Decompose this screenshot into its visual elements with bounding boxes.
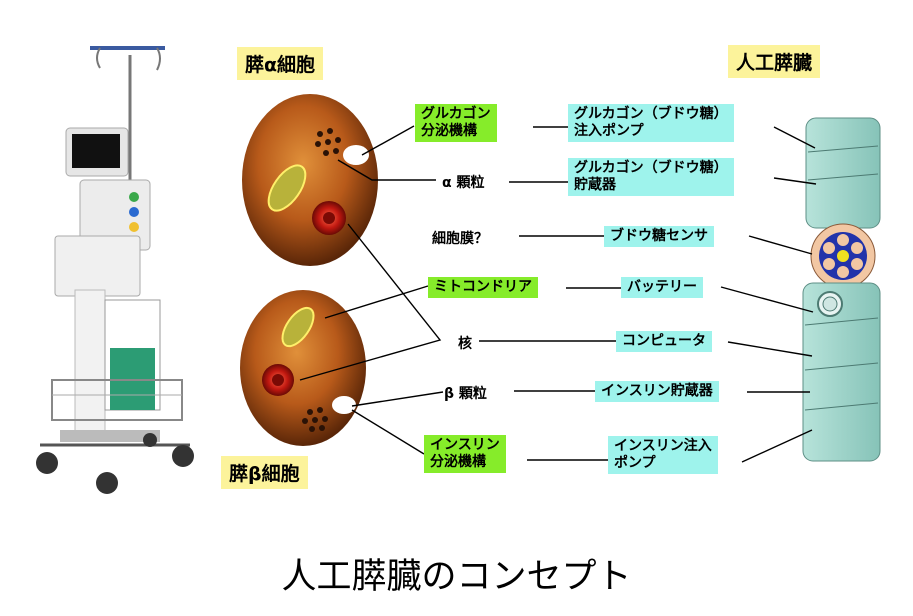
computer-label: コンピュータ (616, 331, 712, 352)
insulin-secretion-label: インスリン 分泌機構 (424, 435, 506, 473)
insulin-pump-label: インスリン注入 ポンプ (608, 436, 718, 474)
glucagon-pump-label: グルカゴン（ブドウ糖） 注入ポンプ (568, 104, 734, 142)
insulin-reservoir-label: インスリン貯蔵器 (595, 381, 719, 402)
glucagon-secretion-label: グルカゴン 分泌機構 (415, 104, 497, 142)
alpha-cell-heading: 膵α細胞 (237, 47, 324, 80)
connector-lines (299, 125, 817, 463)
cell-membrane-label: 細胞膜？ (432, 231, 488, 247)
artificial-pancreas-device-illustration (802, 117, 881, 462)
beta-cell-illustration (240, 290, 366, 446)
alpha-granule-label: α 顆粒 (442, 175, 485, 191)
alpha-cell-illustration (242, 94, 378, 266)
beta-granule-label: β 顆粒 (444, 386, 487, 402)
artificial-pancreas-heading: 人工膵臓 (728, 45, 821, 78)
battery-label: バッテリー (621, 277, 703, 298)
figure-caption: 人工膵臓のコンセプト (281, 557, 632, 597)
beta-cell-heading: 膵β細胞 (221, 456, 308, 489)
mitochondria-label: ミトコンドリア (428, 277, 538, 298)
glucagon-reservoir-label: グルカゴン（ブドウ糖） 貯蔵器 (568, 158, 734, 196)
glucose-sensor-label: ブドウ糖センサ (604, 226, 714, 247)
artificial-pancreas-machine-illustration (36, 46, 194, 494)
nucleus-label: 核 (458, 336, 472, 352)
